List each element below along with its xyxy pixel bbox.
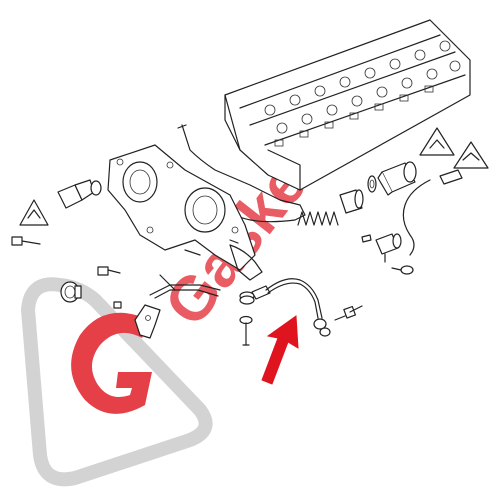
cylinder-head bbox=[224, 19, 471, 191]
bracket-plate bbox=[134, 304, 161, 339]
small-bolt-2 bbox=[113, 301, 122, 309]
sensor-cable bbox=[402, 169, 463, 256]
left-bolt bbox=[11, 236, 41, 246]
vanos-unit bbox=[107, 144, 263, 281]
seal-cap bbox=[60, 281, 82, 303]
stud-bolts bbox=[184, 239, 239, 256]
small-bolt-1 bbox=[97, 266, 121, 276]
oil-line-end-fitting bbox=[313, 318, 331, 337]
red-pointer-arrow bbox=[261, 315, 299, 385]
piston bbox=[339, 189, 364, 214]
camshaft-sensor-left bbox=[57, 179, 102, 209]
watermark-g-letter bbox=[71, 312, 152, 414]
banjo-fitting bbox=[239, 285, 271, 305]
solenoid-valve bbox=[377, 161, 417, 196]
warning-triangle-right-lower bbox=[453, 141, 489, 169]
small-screw-right bbox=[361, 234, 372, 243]
oil-feed-line bbox=[265, 278, 323, 319]
warning-triangle-left bbox=[19, 199, 49, 226]
warning-triangle-right-upper bbox=[419, 127, 455, 156]
banjo-bolt-lower bbox=[239, 315, 253, 346]
compression-spring bbox=[297, 211, 339, 226]
camshaft-sensor-right bbox=[375, 233, 402, 263]
watermark-frame bbox=[21, 277, 213, 487]
sealing-ring bbox=[367, 175, 377, 193]
sensor-bolt-right bbox=[391, 265, 414, 275]
support-bracket bbox=[149, 274, 221, 299]
hollow-bolt-right bbox=[334, 305, 363, 321]
timing-cover-gasket bbox=[181, 124, 306, 223]
